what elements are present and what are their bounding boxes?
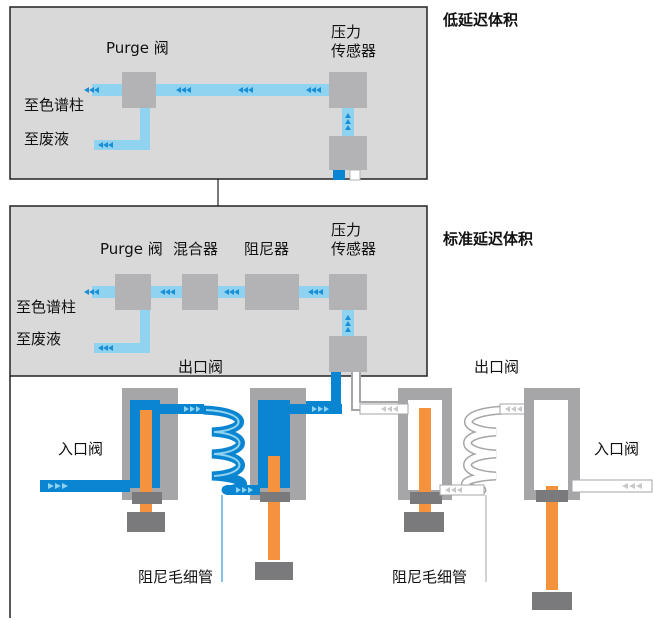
low-purge-valve-block <box>122 72 156 108</box>
low-pipe-to-column <box>92 84 126 96</box>
right-damping-coil-inner <box>462 407 507 493</box>
left-outlet-arrows <box>184 406 201 412</box>
damping-capillary-right-label: 阻尼毛细管 <box>392 568 467 586</box>
std-pressure-sensor-label-1: 压力 <box>331 221 361 239</box>
left-damping-coil-highlight <box>205 409 241 477</box>
middle-right-pump-head <box>398 388 452 532</box>
left-inlet-arrows <box>48 483 68 489</box>
std-to-waste-label: 至废液 <box>16 330 61 348</box>
std-mixer-label: 混合器 <box>173 240 218 258</box>
left-damping-coil <box>199 405 248 495</box>
low-delay-title: 低延迟体积 <box>442 11 518 29</box>
std-pipe-to-waste-vertical <box>140 298 150 350</box>
coil-to-pump-arrows <box>236 487 253 493</box>
low-delay-panel: Purge 阀 压力 传感器 至色谱柱 至废液 低延迟体积 <box>9 6 518 206</box>
left-inlet-pipe <box>40 480 130 492</box>
inlet-valve-right-label: 入口阀 <box>594 440 639 458</box>
std-pressure-sensor-block <box>329 274 367 310</box>
std-purge-valve-label: Purge 阀 <box>100 240 163 258</box>
pump-outlet-grey-line-inner <box>353 372 398 409</box>
middle-left-outlet-arrows <box>312 406 329 412</box>
outlet-valve-right-label: 出口阀 <box>474 358 519 376</box>
low-to-waste-label: 至废液 <box>24 130 69 148</box>
left-outlet-pipe <box>160 404 204 414</box>
standard-delay-title: 标准延迟体积 <box>442 230 533 248</box>
std-mixer-block <box>182 274 218 310</box>
std-purge-valve-block <box>115 274 151 310</box>
pump-section: 出口阀 出口阀 入口阀 入口阀 阻尼毛细管 阻尼毛细管 <box>40 358 653 610</box>
right-inlet-pipe <box>571 479 653 493</box>
right-outlet-arrows <box>505 406 522 412</box>
damping-capillary-left-label: 阻尼毛细管 <box>138 568 213 586</box>
std-flow-arrows <box>84 289 351 351</box>
low-bottom-block <box>329 136 367 170</box>
left-pump-head <box>122 388 178 532</box>
right-pump-head <box>524 388 580 610</box>
std-damper-block <box>245 274 299 310</box>
middle-left-pump-head <box>250 388 306 580</box>
low-flow-arrows <box>84 87 351 148</box>
inlet-valve-left-label: 入口阀 <box>58 440 103 458</box>
standard-delay-panel: Purge 阀 混合器 阻尼器 压力 传感器 至色谱柱 至废液 标准延迟体积 <box>9 205 533 618</box>
low-outlet-blue-pipe <box>333 170 345 180</box>
low-purge-valve-label: Purge 阀 <box>106 39 169 57</box>
low-to-column-label: 至色谱柱 <box>24 96 84 114</box>
pump-outlet-grey-line <box>351 372 398 411</box>
outlet-valve-left-label: 出口阀 <box>178 358 223 376</box>
std-to-column-label: 至色谱柱 <box>16 298 76 316</box>
coil-to-middle-right-arrows <box>445 487 462 493</box>
std-damper-label: 阻尼器 <box>244 240 289 258</box>
right-inlet-arrows <box>622 483 642 489</box>
low-outlet-white-pipe <box>349 169 361 181</box>
std-bottom-block <box>329 336 367 372</box>
std-pipe-to-waste-horizontal <box>94 343 150 353</box>
low-pressure-sensor-label-1: 压力 <box>331 23 361 41</box>
middle-right-outlet-arrows <box>381 406 398 412</box>
std-pressure-sensor-label-2: 传感器 <box>331 240 376 258</box>
low-pressure-sensor-block <box>329 72 367 108</box>
low-pipe-to-waste-vertical <box>140 96 150 146</box>
low-pressure-sensor-label-2: 传感器 <box>331 42 376 60</box>
low-pipe-to-waste-horizontal <box>94 140 150 150</box>
